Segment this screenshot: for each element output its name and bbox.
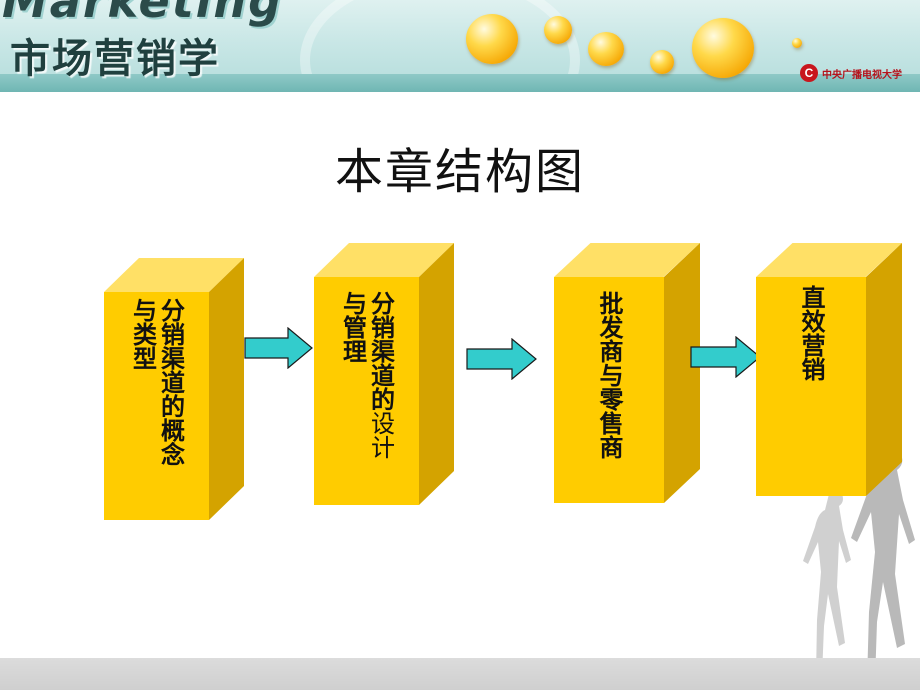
university-name: 中央广播电视大学: [822, 69, 902, 81]
arrow-right-icon: [244, 327, 313, 369]
box-side-face: [866, 243, 902, 496]
bubble-icon: [544, 16, 572, 44]
box-front-face: [104, 292, 209, 520]
bubble-icon: [466, 14, 518, 64]
box-label: 分销渠道的设计 与管理: [314, 277, 419, 519]
bubble-icon: [692, 18, 754, 78]
box-direct-marketing: 直效营销: [756, 243, 902, 496]
arrow-right-icon: [690, 336, 761, 378]
footer-band: [0, 658, 920, 690]
brand-english: Marketing: [2, 0, 284, 28]
box-front-face: [756, 277, 866, 496]
bubble-icon: [792, 38, 802, 48]
box-label: 批发商与零售商: [554, 277, 664, 517]
box-distribution-concept: 分销渠道的概念 与类型: [104, 258, 244, 520]
box-side-face: [419, 243, 454, 505]
arrow-right-icon: [466, 338, 537, 380]
box-label-line: 与类型: [128, 298, 157, 370]
box-wholesaler-retailer: 批发商与零售商: [554, 243, 700, 503]
box-label: 直效营销: [756, 277, 866, 504]
box-front-face: [314, 277, 419, 505]
university-logo-icon: C: [800, 64, 818, 82]
header-decoration: [300, 0, 580, 92]
page-title: 本章结构图: [334, 144, 585, 200]
box-channel-design: 分销渠道的设计 与管理: [314, 243, 454, 505]
brand-chinese: 市场营销学: [10, 35, 220, 82]
box-label-line: 分销渠道的概念: [156, 298, 185, 466]
box-label-line: 直效营销: [797, 285, 825, 381]
box-label-line: 与管理: [338, 291, 367, 363]
silhouette-figures-icon: [803, 447, 915, 682]
box-side-face: [209, 258, 244, 520]
bubble-icon: [650, 50, 674, 74]
bubble-icon: [588, 32, 624, 66]
header-banner: Marketing 市场营销学 C 中央广播电视大学: [0, 0, 920, 92]
box-label: 分销渠道的概念 与类型: [104, 292, 209, 526]
university-badge: C 中央广播电视大学: [800, 62, 902, 84]
box-label-line: 批发商与零售商: [595, 291, 623, 459]
header-stripe: [0, 74, 920, 92]
box-label-line: 分销渠道的设计: [366, 291, 395, 459]
box-side-face: [664, 243, 700, 503]
box-front-face: [554, 277, 664, 503]
